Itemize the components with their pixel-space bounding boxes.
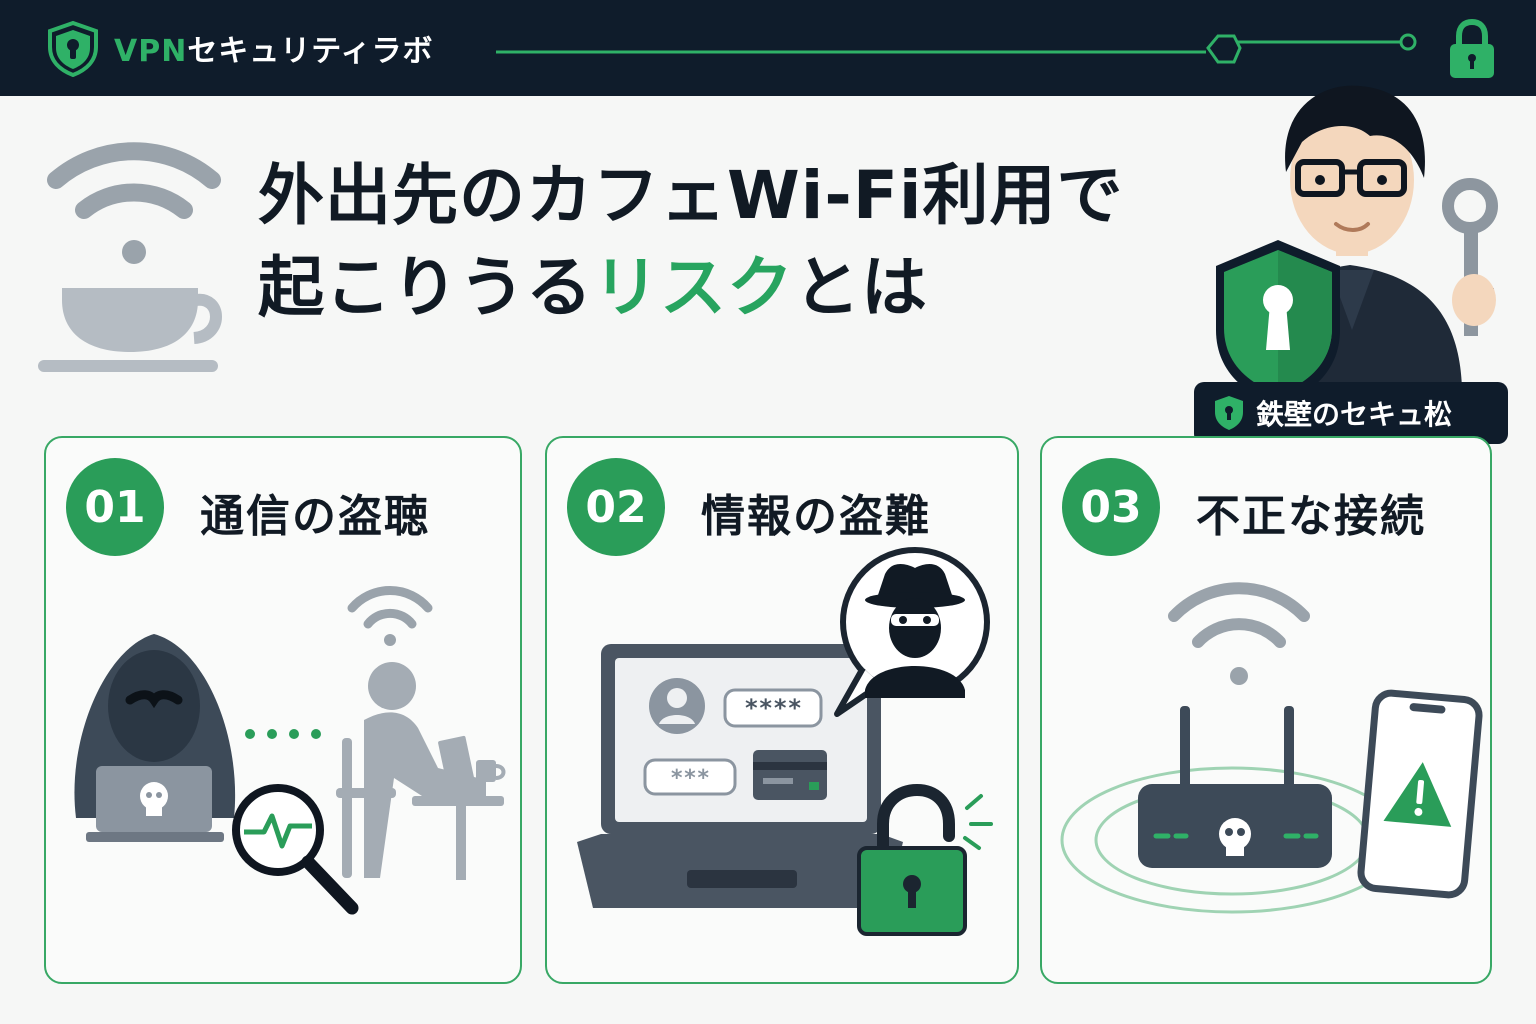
brand-name: VPNセキュリティラボ (114, 34, 434, 69)
card-number: 01 (66, 458, 164, 556)
data-theft-illustration: **** *** (577, 547, 993, 936)
brand-logo[interactable]: VPNセキュリティラボ (44, 20, 434, 77)
short-mask: *** (670, 766, 710, 791)
shield-keyhole-icon (48, 20, 98, 77)
card-title: 不正な接続 (1196, 491, 1426, 542)
risk-card-data-theft[interactable]: **** *** 02 情報の盗難 (545, 436, 1019, 984)
page-title: 外出先のカフェWi-Fi利用で 起こりうるリスクとは (258, 150, 1124, 334)
rogue-connection-illustration (1060, 582, 1483, 914)
shield-icon (1215, 396, 1243, 430)
risk-card-rogue-connection[interactable]: 03 不正な接続 (1040, 436, 1492, 984)
card-title: 情報の盗難 (701, 491, 931, 542)
password-mask: **** (744, 694, 802, 722)
risk-card-eavesdropping[interactable]: 01 通信の盗聴 (44, 436, 522, 984)
mascot-name: 鉄壁のセキュ松 (1256, 398, 1453, 431)
mascot-name-badge: 鉄壁のセキュ松 (1194, 382, 1508, 444)
title-line-1: 外出先のカフェWi-Fi利用で (258, 157, 1124, 234)
title-accent: リスク (593, 249, 794, 326)
card-number: 03 (1062, 458, 1160, 556)
eavesdropping-illustration (74, 586, 506, 915)
circuit-line-decoration (496, 33, 1417, 64)
mascot-illustration (1216, 85, 1498, 390)
card-number: 02 (567, 458, 665, 556)
card-title: 通信の盗聴 (200, 491, 430, 542)
top-bar: VPNセキュリティラボ (0, 0, 1536, 96)
title-line-2: 起こりうるリスクとは (258, 249, 928, 326)
lock-icon[interactable] (1446, 18, 1498, 80)
wifi-coffee-cup-icon (38, 142, 222, 372)
